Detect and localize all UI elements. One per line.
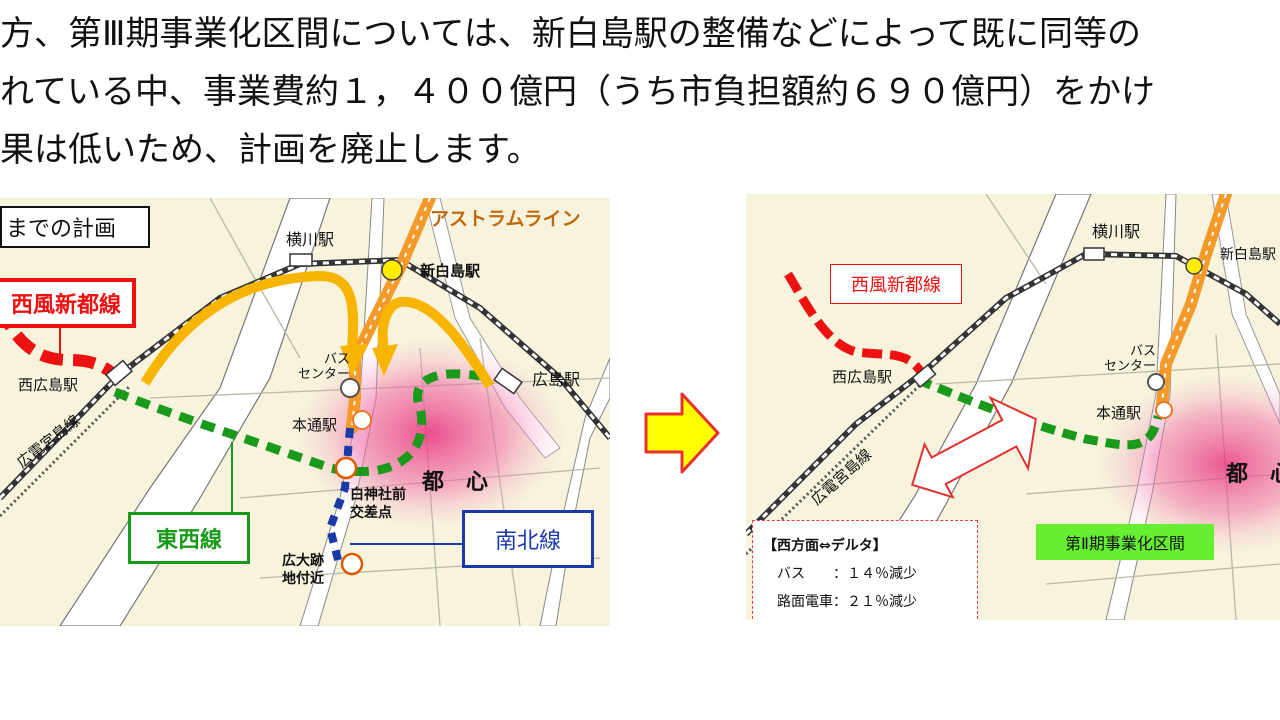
station-hiroshima-marker [493,367,523,395]
nanboku-line-label: 南北線 [462,510,594,568]
left-map-graphics [0,198,610,626]
station-shin-hakushima-label: 新白島駅 [420,262,481,280]
station-nishi-hiroshima-label: 西広島駅 [832,368,893,386]
station-nishi-hiroshima-marker [911,363,937,389]
seifu-line-route [0,305,125,385]
paragraph-line-3: 果は低いため、計画を廃止します。 [0,130,541,170]
jr-railway-ties [0,258,610,500]
info-box-bus: バス ：１４％減少 [777,566,917,582]
river-west [59,198,331,626]
station-hirodaiato-marker [340,552,364,576]
plan-title-box: までの計画 [0,206,150,248]
astram-line-center [1161,194,1227,405]
info-box-streetcar: 路面電車：２１％減少 [777,594,917,610]
station-hiroshima-label: 広島駅 [532,370,581,389]
right-map-graphics [746,194,1280,620]
station-bus-center-label: バス センター [298,352,351,382]
phase2-line-route [916,375,1163,450]
station-shin-hakushima-marker [381,259,403,281]
station-shin-hakushima-marker [1185,257,1203,275]
station-shiragami-label: 白神社前 交差点 [350,487,406,521]
seifu-line-route [784,271,925,375]
tozai-line-label: 東西線 [128,512,250,564]
astram-line-center [351,198,431,429]
left-map: までの計画 アストラムライン 横川駅 新白島駅 西風新都線 西広島駅 広島駅 バ… [0,198,610,626]
city-center-area [1096,374,1280,554]
station-yokogawa-label: 横川駅 [1092,222,1141,241]
station-yokogawa-marker [289,253,313,267]
station-hondori-label: 本通駅 [292,416,338,434]
arrow-yellow-right [377,296,495,389]
station-nishi-hiroshima-marker [105,359,133,387]
paragraph-line-2: れている中、事業費約１，４００億円（うち市負担額約６９０億円）をかけ [0,72,1155,112]
tozai-line-route [113,369,481,477]
station-bus-center-marker [340,378,360,398]
river-north [1211,194,1280,425]
info-box-title: 【西方面⇔デルタ】 [763,538,887,554]
seifu-line-label: 西風新都線 [830,264,962,304]
info-box: 【西方面⇔デルタ】 バス ：１４％減少 路面電車：２１％減少 [752,520,978,620]
station-hirodaiato-label: 広大跡 地付近 [282,553,324,587]
station-hondori-marker [1155,401,1173,419]
astram-line-label: アストラムライン [430,208,581,230]
arrow-yellow-right-head [372,344,398,376]
station-yokogawa-label: 横川駅 [286,230,335,249]
arrow-yellow-left [140,270,359,386]
seifu-line-label: 西風新都線 [0,278,136,328]
jr-railway-ties [746,252,1280,536]
city-center-label: 都 心 [422,470,489,495]
station-shin-hakushima-label: 新白島駅 [1220,247,1276,263]
city-center-label: 都 心 [1226,462,1280,487]
intro-paragraph: 方、第Ⅲ期事業化区間については、新白島駅の整備などによって既に同等の れている中… [0,0,1280,190]
station-nishi-hiroshima-label: 西広島駅 [18,376,79,394]
next-arrow-icon [644,392,720,474]
paragraph-line-1: 方、第Ⅲ期事業化区間については、新白島駅の整備などによって既に同等の [0,14,1142,54]
streetcar-line [0,384,132,518]
city-center-area [295,339,565,529]
double-arrow-icon [910,395,1037,499]
phase2-section-label: 第Ⅱ期事業化区間 [1036,524,1214,560]
station-hondori-marker [352,410,372,430]
nanboku-line-route [325,427,354,569]
arrow-yellow-left-head [340,344,368,376]
station-shiragami-marker [334,456,358,480]
station-bus-center-label: バス センター [1104,344,1157,374]
station-bus-center-marker [1147,373,1165,391]
station-hondori-label: 本通駅 [1096,404,1142,422]
right-map: 横川駅 新白島駅 西風新都線 西広島駅 バス センター 本通駅 都 心 広電宮島… [746,194,1280,620]
station-yokogawa-marker [1083,247,1105,261]
